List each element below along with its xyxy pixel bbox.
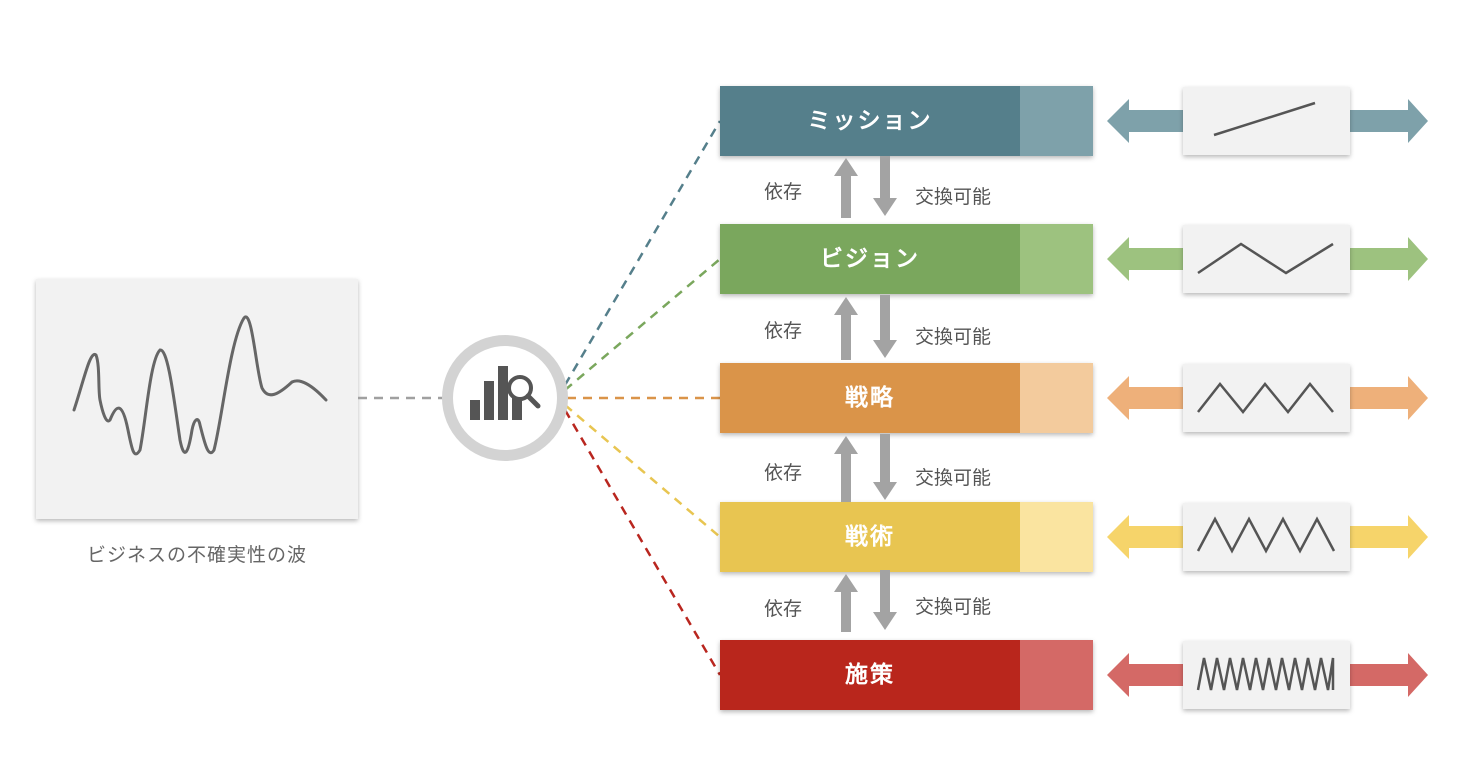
level-label-mission: ミッション [807,108,933,134]
relation-down-label: 交換可能 [915,596,992,618]
level-label-measures: 施策 [845,662,895,688]
relation-up-label: 依存 [764,598,803,620]
interchangeable-down-arrow [873,295,897,358]
level-label-tactics: 戦術 [845,524,895,550]
frequency-measures [1107,641,1428,709]
interchangeable-down-arrow [873,156,897,216]
double-zigzag-icon [1197,382,1334,414]
connector-vision [564,258,721,391]
level-vision [720,224,1093,294]
uncertainty-wave-panel [36,279,358,519]
relation-down-label: 交換可能 [915,186,992,208]
connector-mission [563,120,722,386]
level-mission [720,86,1093,156]
bar-chart-magnifier-icon [470,366,541,420]
relation-arrows [834,156,897,632]
depends-up-arrow [834,574,858,632]
connector-measures [563,409,722,676]
connector-tactics [564,404,721,538]
interchangeable-down-arrow [873,570,897,630]
relation-up-label: 依存 [764,181,803,203]
frequency-mission [1107,87,1428,155]
level-label-vision: ビジョン [820,246,920,272]
level-strategy [720,363,1093,433]
dense-zigzag-icon [1196,657,1335,691]
interchangeable-down-arrow [873,434,897,500]
straight-line-icon [1213,101,1316,137]
relation-up-label: 依存 [764,462,803,484]
level-measures [720,640,1093,710]
relation-down-label: 交換可能 [915,326,992,348]
frequency-tactics [1107,503,1428,571]
depends-up-arrow [834,297,858,360]
single-peak-icon [1197,242,1334,275]
frequency-vision [1107,225,1428,293]
frequency-strategy [1107,364,1428,432]
wave-caption: ビジネスの不確実性の波 [86,544,307,566]
level-label-strategy: 戦略 [845,385,895,411]
uncertainty-wave-icon [72,315,328,456]
triple-zigzag-icon [1196,516,1336,554]
hub-connectors [563,120,722,676]
relation-down-label: 交換可能 [915,467,992,489]
relation-up-label: 依存 [764,320,803,342]
analysis-hub [442,335,568,461]
depends-up-arrow [834,436,858,502]
depends-up-arrow [834,158,858,218]
level-tactics [720,502,1093,572]
